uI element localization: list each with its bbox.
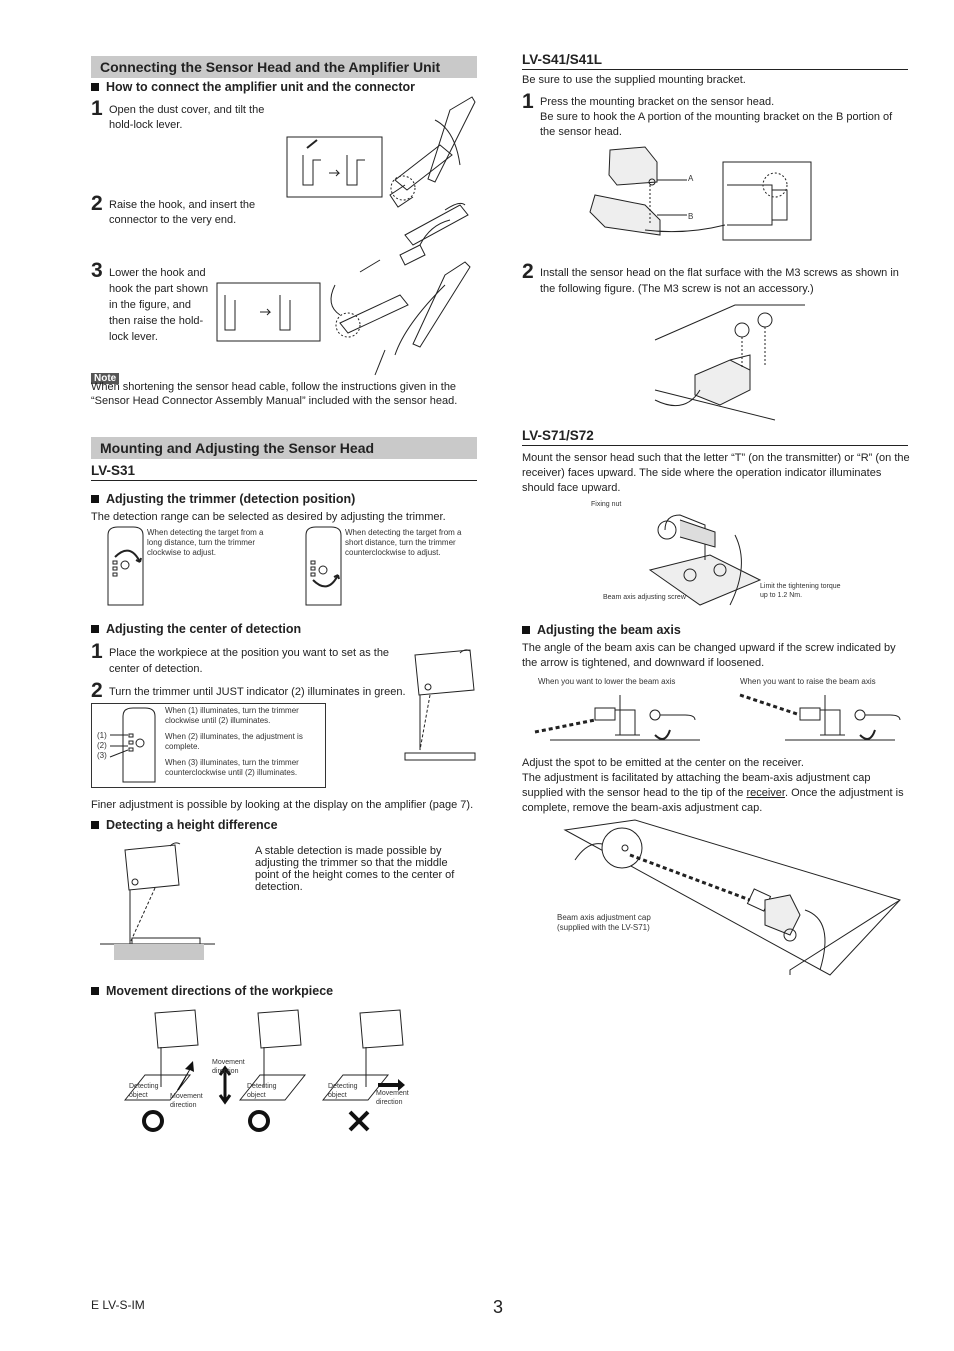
bullet-square-icon bbox=[522, 626, 530, 634]
s41-step-2-text: Install the sensor head on the flat surf… bbox=[540, 267, 899, 295]
spot-text: Adjust the spot to be emitted at the cen… bbox=[522, 756, 912, 816]
center-heading: Adjusting the center of detection bbox=[91, 622, 301, 636]
connect-subtitle: How to connect the amplifier unit and th… bbox=[91, 80, 415, 94]
ok-circle-icon-2 bbox=[248, 1110, 270, 1132]
bullet-square-icon bbox=[91, 83, 99, 91]
s41-step-1-number: 1 bbox=[522, 90, 534, 113]
movement-detecting-object-3: Detecting object bbox=[328, 1083, 358, 1099]
ng-cross-icon bbox=[348, 1110, 370, 1132]
indicator-label-3: (3) bbox=[97, 751, 107, 760]
sensor-clockwise-figure bbox=[107, 526, 144, 606]
lower-beam-label: When you want to lower the beam axis bbox=[538, 677, 676, 686]
indicator-labels: (1) (2) (3) bbox=[97, 731, 107, 761]
receiver-word: receiver bbox=[746, 787, 785, 799]
connect-step-3-text: Lower the hook and hook the part shown i… bbox=[109, 267, 209, 343]
height-heading: Detecting a height difference bbox=[91, 818, 278, 832]
height-text: A stable detection is made possible by a… bbox=[255, 845, 455, 893]
movement-detecting-object-1: Detecting object bbox=[129, 1083, 159, 1099]
s41-step-1-text: Press the mounting bracket on the sensor… bbox=[540, 95, 910, 140]
torque-label: Limit the tightening torque up to 1.2 Nm… bbox=[760, 583, 841, 599]
s41-intro: Be sure to use the supplied mounting bra… bbox=[522, 74, 746, 86]
amplifier-connection-figure bbox=[216, 96, 476, 376]
finer-adjustment-text: Finer adjustment is possible by looking … bbox=[91, 799, 474, 811]
lv-s71-title: LV-S71/S72 bbox=[522, 428, 908, 446]
center-step-1-number: 1 bbox=[91, 640, 103, 663]
indicator-sensor-figure bbox=[109, 707, 156, 783]
center-heading-text: Adjusting the center of detection bbox=[106, 622, 302, 636]
spot-line-2a: The adjustment is facilitated by attachi… bbox=[522, 772, 871, 799]
trimmer-heading: Adjusting the trimmer (detection positio… bbox=[91, 492, 355, 506]
connect-step-2-number: 2 bbox=[91, 192, 103, 215]
note-label: Note bbox=[91, 373, 120, 384]
indicator-note-3: When (3) illuminates, turn the trimmer c… bbox=[165, 758, 299, 777]
beam-cap-figure bbox=[563, 819, 901, 976]
beam-heading: Adjusting the beam axis bbox=[522, 623, 681, 637]
connect-subtitle-text: How to connect the amplifier unit and th… bbox=[106, 80, 416, 94]
movement-heading: Movement directions of the workpiece bbox=[91, 984, 333, 998]
note-badge: Note bbox=[91, 368, 120, 386]
trimmer-heading-text: Adjusting the trimmer (detection positio… bbox=[106, 492, 356, 506]
sensor-counterclockwise-figure bbox=[305, 526, 342, 606]
indicator-note-1: When (1) illuminates, turn the trimmer c… bbox=[165, 706, 299, 725]
movement-figures bbox=[123, 1009, 405, 1105]
mounting-bracket-figure bbox=[589, 146, 812, 241]
mounting-section-title: Mounting and Adjusting the Sensor Head bbox=[91, 437, 477, 459]
connect-step-2-text: Raise the hook, and insert the connector… bbox=[109, 199, 256, 226]
height-heading-text: Detecting a height difference bbox=[106, 818, 278, 832]
ok-circle-icon-1 bbox=[142, 1110, 164, 1132]
fixing-nut-label: Fixing nut bbox=[591, 501, 622, 508]
movement-direction-3: Movement direction bbox=[376, 1090, 409, 1106]
lv-s41-title: LV-S41/S41L bbox=[522, 52, 908, 70]
bullet-square-icon bbox=[91, 987, 99, 995]
center-step-2-number: 2 bbox=[91, 679, 103, 702]
beam-text: The angle of the beam axis can be change… bbox=[522, 642, 896, 669]
center-detection-figure bbox=[404, 649, 476, 761]
connect-step-3-number: 3 bbox=[91, 259, 103, 282]
center-step-2-text: Turn the trimmer until JUST indicator (2… bbox=[109, 686, 406, 698]
indicator-label-2: (2) bbox=[97, 741, 107, 750]
page-number: 3 bbox=[493, 1297, 504, 1317]
lower-beam-figure bbox=[534, 695, 700, 741]
s41-step-1-line-2: Be sure to hook the A portion of the mou… bbox=[540, 111, 893, 138]
connect-step-1-text: Open the dust cover, and tilt the hold-l… bbox=[109, 104, 265, 131]
lv-s31-title: LV-S31 bbox=[91, 463, 477, 481]
movement-heading-text: Movement directions of the workpiece bbox=[106, 984, 334, 998]
cap-label: Beam axis adjustment cap (supplied with … bbox=[557, 913, 651, 932]
spot-line-1: Adjust the spot to be emitted at the cen… bbox=[522, 757, 804, 769]
indicator-label-1: (1) bbox=[97, 731, 107, 740]
movement-direction-2: Movement direction bbox=[212, 1059, 245, 1075]
note-text: When shortening the sensor head cable, f… bbox=[91, 381, 458, 407]
bullet-square-icon bbox=[91, 495, 99, 503]
raise-beam-figure bbox=[739, 693, 901, 741]
height-difference-figure bbox=[100, 842, 215, 960]
movement-direction-1: Movement direction bbox=[170, 1093, 203, 1109]
raise-beam-label: When you want to raise the beam axis bbox=[740, 677, 876, 686]
label-b: B bbox=[688, 212, 694, 221]
connect-section-title: Connecting the Sensor Head and the Ampli… bbox=[91, 56, 477, 78]
bullet-square-icon bbox=[91, 625, 99, 633]
doc-id: E LV-S-IM bbox=[91, 1298, 145, 1312]
indicator-note-2: When (2) illuminates, the adjustment is … bbox=[165, 732, 303, 751]
spot-line-2b: . Once the adjustment is complete, remov… bbox=[522, 787, 904, 814]
movement-detecting-object-2: Detecting object bbox=[247, 1083, 277, 1099]
trimmer-long-caption: When detecting the target from a long di… bbox=[147, 528, 264, 557]
indicator-box bbox=[91, 703, 326, 788]
trimmer-intro: The detection range can be selected as d… bbox=[91, 511, 446, 523]
s41-step-2-number: 2 bbox=[522, 260, 534, 283]
trimmer-short-caption: When detecting the target from a short d… bbox=[345, 528, 462, 557]
s71-intro: Mount the sensor head such that the lett… bbox=[522, 452, 910, 494]
s41-step-1-line-1: Press the mounting bracket on the sensor… bbox=[540, 96, 775, 108]
fixing-nut-figure bbox=[648, 514, 762, 606]
screw-install-figure bbox=[654, 304, 805, 421]
label-a: A bbox=[688, 174, 694, 183]
center-step-1-text: Place the workpiece at the position you … bbox=[109, 647, 390, 675]
beam-heading-text: Adjusting the beam axis bbox=[537, 623, 681, 637]
connect-step-1-number: 1 bbox=[91, 97, 103, 120]
beam-screw-label: Beam axis adjusting screw bbox=[603, 594, 686, 601]
spot-line-2: The adjustment is facilitated by attachi… bbox=[522, 771, 912, 816]
bullet-square-icon bbox=[91, 821, 99, 829]
